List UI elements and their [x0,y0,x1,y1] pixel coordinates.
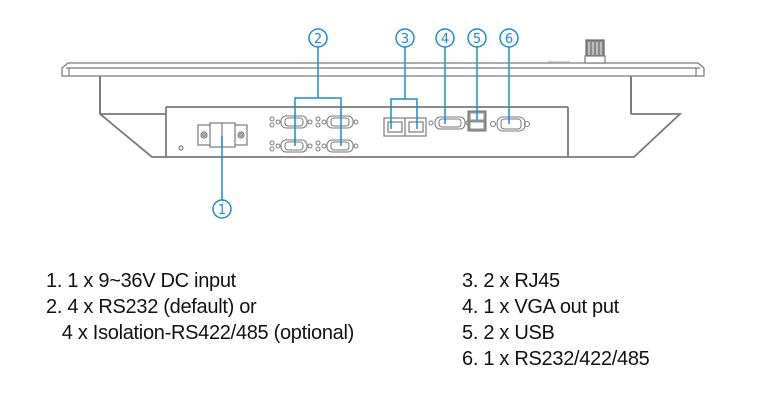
legend-item-2: 2. 4 x RS232 (default) or [46,296,257,318]
db9-port-icon [315,115,359,129]
legend-item-5: 5. 2 x USB [462,322,555,344]
front-bezel [61,62,705,77]
rj45-ports [383,117,427,137]
vga-port-icon [428,116,471,130]
callout-4: 4 [435,28,455,124]
rs232-ports [269,115,359,153]
legend-item-6: 6. 1 x RS232/422/485 [462,348,650,370]
callout-1: 1 [212,136,232,219]
svg-text:2: 2 [314,32,322,47]
svg-text:6: 6 [505,32,513,47]
com-port-icon [490,116,530,132]
db9-port-icon [269,139,313,153]
callout-3: 3 [390,28,418,129]
rear-housing [99,76,683,158]
db9-port-icon [315,139,359,153]
svg-text:4: 4 [441,32,449,47]
legend-right: 3. 2 x RJ45 4. 1 x VGA out put 5. 2 x US… [462,268,650,372]
led-indicator [178,145,184,151]
callout-5: 5 [467,28,487,120]
knob-icon [548,39,606,64]
legend-item-4: 4. 1 x VGA out put [462,296,619,318]
panel-pc-bottom-view: 1 2 3 4 5 6 [61,28,705,219]
svg-text:3: 3 [401,32,409,47]
svg-text:1: 1 [218,203,226,218]
callout-2: 2 [294,28,342,146]
legend-item-2-alt: 4 x Isolation-RS422/485 (optional) [46,322,355,344]
svg-text:5: 5 [473,32,481,47]
legend-left: 1. 1 x 9~36V DC input 2. 4 x RS232 (defa… [46,268,354,346]
callout-6: 6 [499,28,519,124]
legend-item-3: 3. 2 x RJ45 [462,270,560,292]
db9-port-icon [269,115,313,129]
legend-item-1: 1. 1 x 9~36V DC input [46,270,236,292]
